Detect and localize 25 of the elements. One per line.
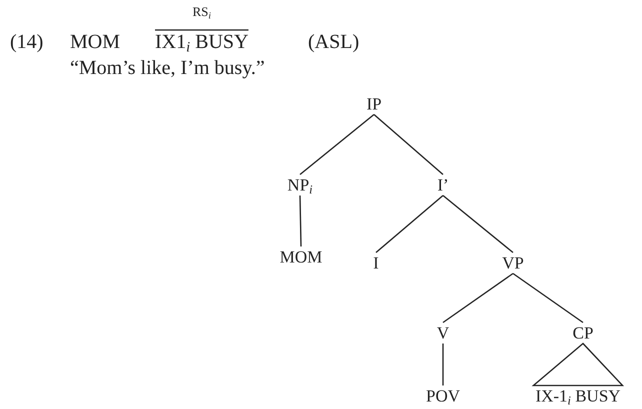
translation-text: “Mom’s like, I’m busy.” (70, 58, 265, 78)
branch-line (442, 344, 444, 386)
constituent-triangle (532, 342, 624, 386)
branch-line (512, 272, 584, 324)
category-label: IP (364, 94, 384, 114)
example-number: (14) (10, 32, 44, 52)
branch-line (374, 114, 444, 175)
branch-line (376, 195, 444, 253)
category-label: CP (570, 324, 596, 342)
terminal-word: MOM (278, 248, 324, 266)
branch-line (299, 195, 302, 247)
category-label: I (371, 254, 381, 272)
subscript-label: RS$_{i}$ (192, 5, 211, 18)
category-label: V (434, 324, 452, 342)
branch-line (442, 272, 514, 324)
category-label: NP$_{i}$ (285, 176, 315, 194)
gloss-word: IX1$_{i}$ BUSY (155, 32, 248, 52)
language-label: (ASL) (308, 32, 360, 52)
branch-line (442, 195, 514, 253)
category-label: I’ (435, 176, 451, 194)
category-label: VP (500, 254, 526, 272)
gloss-word: MOM (70, 32, 120, 52)
terminal-word: POV (424, 386, 462, 406)
terminal-phrase: IX-1$_{i}$ BUSY (533, 386, 623, 406)
branch-line (300, 114, 374, 175)
